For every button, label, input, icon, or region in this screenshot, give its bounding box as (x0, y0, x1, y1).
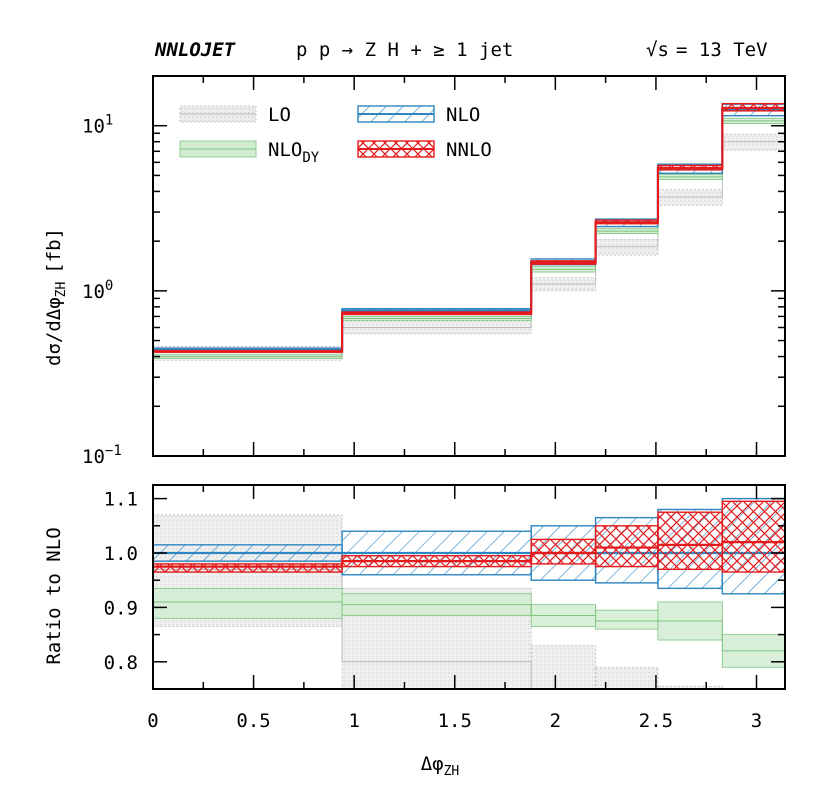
main-line-nnlo (153, 106, 785, 353)
xtick-label: 3 (751, 710, 762, 732)
legend-label-nlo: NLO (446, 104, 480, 126)
ratio-ytick-label: 1.0 (104, 543, 138, 565)
ratio-band-nnlo (657, 511, 724, 571)
xtick-label: 2 (550, 710, 561, 732)
main-plot-area (153, 102, 785, 361)
ratio-band-lo (595, 666, 659, 689)
main-ytick-label: 101 (82, 113, 113, 138)
ratio-ytick-label: 0.9 (104, 597, 138, 619)
legend-label-name: LO (268, 104, 291, 126)
process-label: p p → Z H + ≥ 1 jet (296, 39, 513, 61)
brand-label: NNLOJET (154, 39, 236, 61)
ratio-band-nnlo (153, 563, 343, 573)
energy-sqrt-label: √s (646, 39, 669, 61)
main-ytick-label-exp: 0 (105, 278, 113, 294)
xtick-label: 1 (348, 710, 359, 732)
xtick-label: 1.5 (438, 710, 472, 732)
ratio-line-nnlo (153, 541, 785, 568)
main-frame (152, 75, 786, 457)
legend-label-sub: DY (302, 150, 319, 166)
main-ytick-label-base: 10 (82, 281, 105, 303)
ratio-band-nnlo (594, 525, 659, 568)
main-ylabel-unit: [fb] (43, 228, 65, 274)
ratio-ylabel: Ratio to NLO (43, 527, 65, 664)
ratio-ytick-label: 1.1 (104, 489, 138, 511)
main-ylabel-sub: ZH (54, 282, 69, 298)
main-ytick-label-exp: 1 (105, 113, 113, 129)
ratio-frame (152, 484, 786, 690)
main-ylabel-text: dσ/dΔφ (43, 297, 65, 366)
main-ylabel: dσ/dΔφZH [fb] (43, 228, 69, 366)
x-axis-label-text: Δφ (421, 753, 444, 775)
ratio-ytick-label: 0.8 (104, 652, 138, 674)
legend-label-name: NNLO (446, 139, 492, 161)
xtick-label: 0.5 (236, 710, 270, 732)
legend-label-nnlo: NNLO (446, 139, 492, 161)
ratio-line-lo (153, 568, 532, 689)
legend-label-name: NLO (268, 139, 302, 161)
x-axis-label: ΔφZH (421, 753, 460, 779)
ratio-band-nnlo (530, 538, 597, 565)
ratio-band-nnlo (721, 500, 785, 573)
main-ytick-label-base: 10 (82, 446, 105, 468)
main-ytick-label: 10−1 (82, 443, 122, 468)
ratio-band-lo (530, 645, 596, 689)
xtick-label: 2.5 (639, 710, 673, 732)
legend-label-name: NLO (446, 104, 480, 126)
main-ytick-label-base: 10 (82, 116, 105, 138)
legend-label-lo: LO (268, 104, 291, 126)
ratio-band-nlody (153, 587, 343, 619)
legend-label-nlody: NLODY (268, 139, 320, 166)
ratio-plot-area (153, 497, 785, 689)
main-ytick-label-exp: −1 (105, 443, 122, 459)
ratio-band-lo (657, 685, 723, 689)
ratio-band-nlody (595, 609, 659, 630)
ratio-line-nlody (153, 601, 785, 652)
energy-value-label: = 13 TeV (676, 39, 768, 61)
x-axis-label-sub: ZH (444, 764, 460, 779)
main-ytick-label: 100 (82, 278, 113, 303)
ratio-axis-ticks: 0.8 0.9 1.0 1.1 0 0.5 1 1.5 2 2.5 3 (104, 76, 785, 732)
xtick-label: 0 (147, 710, 158, 732)
